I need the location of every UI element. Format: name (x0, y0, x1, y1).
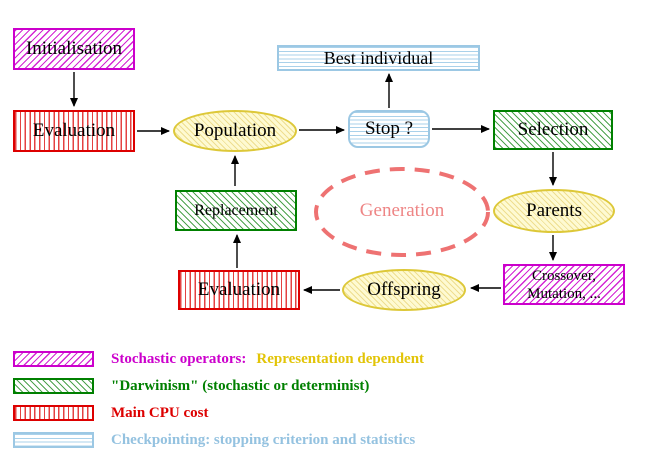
node-initialisation-label: Initialisation (25, 38, 123, 59)
node-crossover-line1: Crossover, (532, 267, 596, 284)
legend-text-checkpointing: Checkpointing: stopping criterion and st… (111, 432, 415, 449)
node-crossover-line2: Mutation, ... (527, 285, 601, 302)
legend-swatch-cyan-stripes (13, 432, 94, 448)
node-evaluation-bottom-label: Evaluation (197, 279, 281, 300)
node-evaluation-top-label: Evaluation (32, 120, 116, 141)
node-parents-label: Parents (526, 200, 582, 221)
node-crossover-mutation: Crossover, Mutation, ... (503, 264, 625, 305)
node-evaluation-bottom: Evaluation (178, 270, 300, 310)
legend-row-darwinism: "Darwinism" (stochastic or determinist) (13, 376, 369, 396)
legend-swatch-red-stripes (13, 405, 94, 421)
legend-label-main-cpu-cost: Main CPU cost (111, 404, 209, 421)
legend-swatch-magenta-hatch (13, 351, 94, 367)
legend-label-darwinism: "Darwinism" (stochastic or determinist) (111, 377, 370, 394)
node-replacement: Replacement (175, 190, 297, 231)
node-best-individual: Best individual (277, 45, 480, 71)
node-stop-label: Stop ? (364, 118, 414, 139)
node-selection: Selection (493, 110, 613, 150)
node-population-label: Population (193, 120, 277, 141)
legend-row-cpu-cost: Main CPU cost (13, 403, 209, 423)
legend-text-stochastic: Stochastic operators: Representation depe… (111, 351, 424, 368)
legend-text-darwinism: "Darwinism" (stochastic or determinist) (111, 378, 369, 395)
legend-text-cpu-cost: Main CPU cost (111, 405, 209, 422)
legend-label-checkpointing: Checkpointing: stopping criterion and st… (111, 431, 416, 448)
node-best-individual-label: Best individual (323, 47, 434, 68)
legend-label-stochastic-operators: Stochastic operators: (111, 350, 247, 367)
node-population: Population (173, 110, 297, 152)
node-offspring: Offspring (342, 269, 466, 311)
node-offspring-label: Offspring (367, 279, 441, 300)
node-replacement-label: Replacement (194, 201, 278, 219)
node-generation-label: Generation (359, 200, 445, 221)
legend-row-checkpointing: Checkpointing: stopping criterion and st… (13, 430, 415, 450)
node-selection-label: Selection (517, 119, 589, 140)
node-stop: Stop ? (348, 110, 430, 148)
node-evaluation-top: Evaluation (13, 110, 135, 152)
legend-label-representation-dependent: Representation dependent (256, 350, 425, 367)
node-initialisation: Initialisation (13, 28, 135, 70)
node-parents: Parents (493, 189, 615, 233)
legend-swatch-green-hatch (13, 378, 94, 394)
legend-row-stochastic: Stochastic operators: Representation depe… (13, 349, 424, 369)
